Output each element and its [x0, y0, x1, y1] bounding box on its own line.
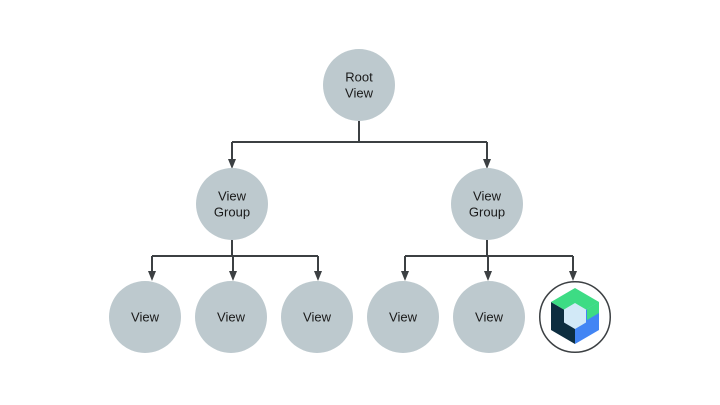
node-root-view-label-line2: View — [345, 85, 374, 100]
node-compose[interactable] — [539, 281, 611, 353]
arrowhead-view-4 — [401, 271, 409, 281]
arrowhead-view-1 — [148, 271, 156, 281]
node-viewgroup-right-label-line1: View — [473, 188, 502, 203]
node-view-3-label: View — [303, 309, 332, 324]
arrowhead-viewgroup-left — [228, 159, 236, 169]
node-view-5-circle — [453, 281, 525, 353]
jetpack-compose-icon — [551, 288, 599, 344]
arrowhead-compose-node — [569, 271, 577, 281]
node-view-1-label: View — [131, 309, 160, 324]
node-viewgroup-right-circle — [451, 168, 523, 240]
node-viewgroup-left-label-line2: Group — [214, 204, 250, 219]
node-view-4-label: View — [389, 309, 418, 324]
node-viewgroup-left-label-line1: View — [218, 188, 247, 203]
node-viewgroup-right-label-line2: Group — [469, 204, 505, 219]
compose-center-hexagon — [564, 303, 586, 329]
node-view-1[interactable]: View — [109, 281, 181, 353]
node-view-2[interactable]: View — [195, 281, 267, 353]
node-view-5[interactable]: View — [453, 281, 525, 353]
node-view-1-circle — [109, 281, 181, 353]
compose-cube-top-wrap — [587, 302, 599, 320]
node-view-4[interactable]: View — [367, 281, 439, 353]
arrowhead-view-2 — [229, 271, 237, 281]
arrowhead-view-3 — [314, 271, 322, 281]
node-viewgroup-left[interactable]: View Group — [196, 168, 268, 240]
node-viewgroup-left-circle — [196, 168, 268, 240]
node-view-5-label: View — [475, 309, 504, 324]
node-root-view-label-line1: Root — [345, 69, 373, 84]
node-root-view-circle — [323, 49, 395, 121]
arrowhead-view-5 — [484, 271, 492, 281]
node-view-3[interactable]: View — [281, 281, 353, 353]
node-viewgroup-right[interactable]: View Group — [451, 168, 523, 240]
edge-group-root — [228, 121, 491, 169]
node-root-view[interactable]: Root View — [323, 49, 395, 121]
node-view-3-circle — [281, 281, 353, 353]
edge-group-viewgroup-right — [401, 240, 577, 281]
node-view-4-circle — [367, 281, 439, 353]
node-view-2-circle — [195, 281, 267, 353]
edge-group-viewgroup-left — [148, 240, 322, 281]
node-view-2-label: View — [217, 309, 246, 324]
arrowhead-viewgroup-right — [483, 159, 491, 169]
